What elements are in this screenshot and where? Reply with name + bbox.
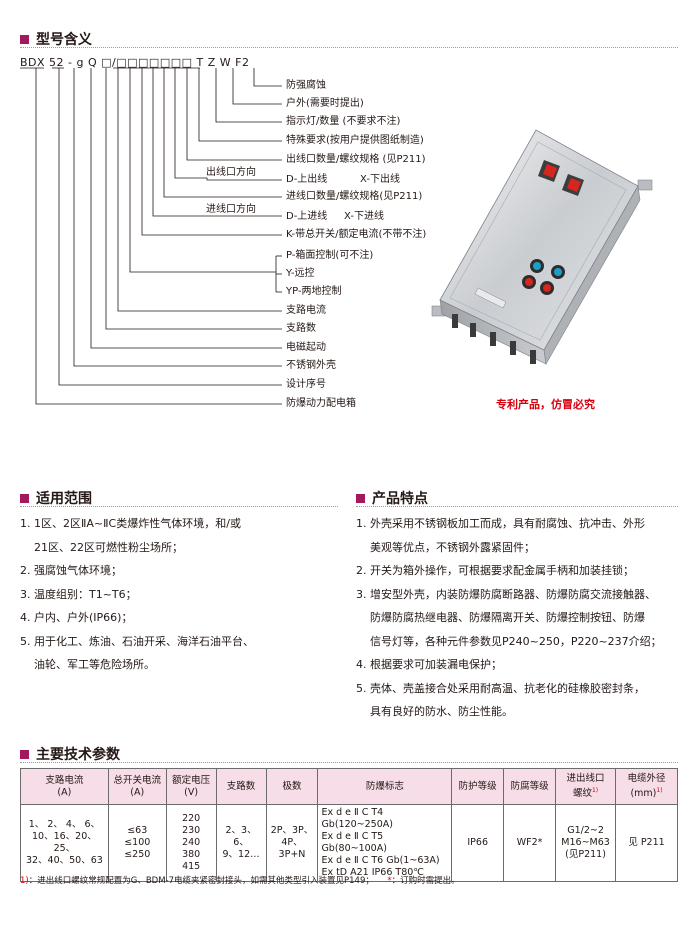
tech-spec-table: 支路电流 (A) 总开关电流 (A) 额定电压 (V) 支路数 极数 防爆标志 … <box>20 768 678 882</box>
table-cell: Ex d e Ⅱ C T4 Gb(120~250A) Ex d e Ⅱ C T5… <box>317 804 453 882</box>
footnote-ref: 1) <box>591 786 599 794</box>
features-list: 1. 外壳采用不锈钢板加工而成，具有耐腐蚀、抗冲击、外形 美观等优点，不锈钢外露… <box>356 512 662 724</box>
table-cell: WF2* <box>503 804 557 882</box>
feature-item: 2. 开关为箱外操作，可根据要求配金属手柄和加装挂锁； <box>356 564 634 577</box>
label-distribution-box: 防爆动力配电箱 <box>286 398 356 409</box>
col-header: 极数 <box>265 768 319 805</box>
label-outlet-down: X-下出线 <box>360 174 400 185</box>
label-branch-current: 支路电流 <box>286 305 326 316</box>
section-marker <box>20 34 29 44</box>
scope-item-cont: 油轮、军工等危险场所。 <box>34 658 155 671</box>
label-branch-count: 支路数 <box>286 323 316 334</box>
scope-item: 1. 1区、2区ⅡA~ⅡC类爆炸性气体环境，和/或 <box>20 517 241 530</box>
table-footnote: 1)：进出线口螺纹常规配置为G、BDM-7电缆夹紧密封接头，如需其他类型引入装置… <box>20 874 460 886</box>
label-dual-control: YP-两地控制 <box>286 286 342 297</box>
label-inlet-up: D-上进线 <box>286 211 328 222</box>
footnote-mark: 1) <box>20 876 29 886</box>
scope-section-header: 适用范围 <box>20 488 92 508</box>
feature-item-cont: 信号灯等，各种元件参数见P240~250，P220~237介绍； <box>370 634 662 648</box>
col-header-thread: 进出线口 螺纹1) <box>555 768 617 805</box>
feature-item-cont: 美观等优点，不锈钢外露紧固件； <box>370 540 535 554</box>
feature-item: 5. 壳体、壳盖接合处采用耐高温、抗老化的硅橡胶密封条， <box>356 681 645 695</box>
label-outlet-dir: 出线口方向 <box>206 167 256 178</box>
feature-item-cont: 防爆防腐热继电器、防爆隔离开关、防爆控制按钮、防爆 <box>370 611 645 624</box>
features-section-header: 产品特点 <box>356 488 428 508</box>
col-header: 防腐等级 <box>503 768 557 805</box>
label-panel-control: P-箱面控制(可不注) <box>286 250 374 261</box>
scope-section-title: 适用范围 <box>36 491 92 507</box>
footnote-text: ：订购时需提出。 <box>391 876 460 886</box>
model-section-title: 型号含义 <box>36 32 92 48</box>
footnote-mark: * <box>387 876 392 886</box>
scope-item: 3. 温度组别：T1~T6； <box>20 587 137 601</box>
label-outdoor: 户外(需要时提出) <box>286 98 364 109</box>
feature-item-cont: 具有良好的防水、防尘性能。 <box>370 705 513 718</box>
feature-item: 1. 外壳采用不锈钢板加工而成，具有耐腐蚀、抗冲击、外形 <box>356 517 645 530</box>
label-inlet-qty: 进线口数量/螺纹规格(见P211) <box>286 191 423 202</box>
table-cell: 2、3、6、 9、12… <box>215 804 267 882</box>
label-inlet-down: X-下进线 <box>344 211 384 222</box>
col-header: 防护等级 <box>451 768 505 805</box>
table-cell: 2P、3P、 4P、3P+N <box>265 804 319 882</box>
scope-item: 2. 强腐蚀气体环境； <box>20 564 122 577</box>
tech-section-header: 主要技术参数 <box>20 744 120 764</box>
section-divider <box>20 762 678 763</box>
label-main-switch: K-带总开关/额定电流(不带不注) <box>286 229 427 240</box>
scope-list: 1. 1区、2区ⅡA~ⅡC类爆炸性气体环境，和/或 21区、22区可燃性粉尘场所… <box>20 512 254 677</box>
label-magnetic-start: 电磁起动 <box>286 342 326 353</box>
scope-item-cont: 21区、22区可燃性粉尘场所； <box>34 540 183 554</box>
label-outlet-qty: 出线口数量/螺纹规格 (见P211) <box>286 154 426 165</box>
label-outlet-up: D-上出线 <box>286 174 328 185</box>
label-design-no: 设计序号 <box>286 379 326 390</box>
label-anticorrosion: 防强腐蚀 <box>286 80 326 91</box>
feature-item: 4. 根据要求可加装漏电保护； <box>356 658 502 671</box>
features-section-title: 产品特点 <box>372 491 428 507</box>
col-header: 支路电流 (A) <box>20 768 109 805</box>
patent-notice: 专利产品，仿冒必究 <box>496 398 595 411</box>
table-cell: ≤63 ≤100 ≤250 <box>107 804 167 882</box>
label-indicator: 指示灯/数量 (不要求不注) <box>286 116 401 127</box>
model-section-header: 型号含义 <box>20 29 92 49</box>
label-stainless: 不锈钢外壳 <box>286 360 336 371</box>
section-divider <box>20 506 338 507</box>
table-cell: 1、 2、 4、 6、 10、16、20、25、 32、40、50、63 <box>20 804 109 882</box>
section-marker <box>20 749 29 759</box>
table-cell: 见 P211 <box>615 804 678 882</box>
footnote-text: ：进出线口螺纹常规配置为G、BDM-7电缆夹紧密封接头，如需其他类型引入装置见P… <box>28 876 374 886</box>
section-marker <box>356 493 365 503</box>
col-header-text: 进出线口 螺纹 <box>566 772 605 800</box>
section-divider <box>20 47 678 48</box>
label-inlet-dir: 进线口方向 <box>206 204 256 215</box>
table-cell: G1/2~2 M16~M63 (见P211) <box>555 804 617 882</box>
section-marker <box>20 493 29 503</box>
footnote-ref: 1) <box>656 786 663 794</box>
col-header: 总开关电流 (A) <box>107 768 167 805</box>
col-header: 支路数 <box>215 768 267 805</box>
table-cell: IP66 <box>451 804 505 882</box>
section-divider <box>356 506 678 507</box>
table-cell: 220 230 240 380 415 <box>165 804 217 882</box>
label-special: 特殊要求(按用户提供图纸制造) <box>286 135 424 146</box>
tech-section-title: 主要技术参数 <box>36 747 120 763</box>
table-row: 1、 2、 4、 6、 10、16、20、25、 32、40、50、63 ≤63… <box>20 804 678 882</box>
col-header-cable: 电缆外径 (mm)1) <box>615 768 678 805</box>
model-code: BDX 52 - g Q □/□□□□□□□ T Z W F2 <box>20 56 250 69</box>
feature-item: 3. 增安型外壳，内装防爆防腐断路器、防爆防腐交流接触器、 <box>356 587 656 601</box>
distribution-box-image <box>431 129 653 365</box>
scope-item: 5. 用于化工、炼油、石油开采、海洋石油平台、 <box>20 634 254 648</box>
col-header: 额定电压 (V) <box>165 768 217 805</box>
label-remote: Y-远控 <box>286 268 315 279</box>
col-header-text: 电缆外径 (mm) <box>627 772 666 800</box>
scope-item: 4. 户内、户外(IP66)； <box>20 611 133 624</box>
col-header: 防爆标志 <box>317 768 453 805</box>
